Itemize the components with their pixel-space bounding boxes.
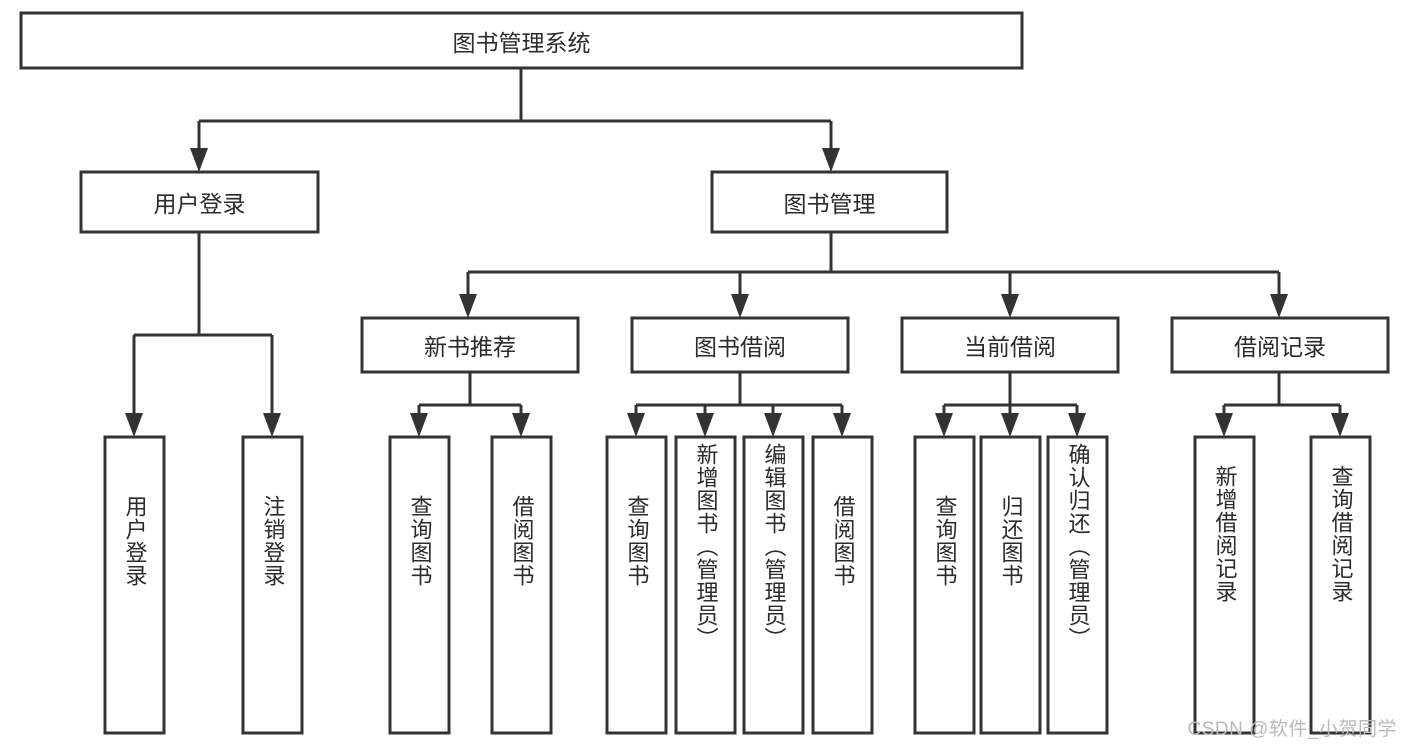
arrowhead-to-leaf-add-record bbox=[1215, 413, 1233, 437]
leaf-box-borrow-book-1[interactable] bbox=[490, 435, 553, 735]
node-user-login-box[interactable] bbox=[79, 170, 320, 234]
connector-root-to-level1 bbox=[197, 68, 833, 157]
leaf-box-query-record[interactable] bbox=[1309, 435, 1372, 735]
leaf-box-query-book-1[interactable] bbox=[388, 435, 451, 735]
arrowhead-to-leaf-logout bbox=[263, 413, 281, 437]
arrowhead-to-leaf-borrow-book-2 bbox=[833, 413, 851, 437]
arrowhead-to-book-manage bbox=[822, 148, 840, 172]
leaf-box-query-book-3[interactable] bbox=[913, 435, 976, 735]
leaf-box-add-book[interactable] bbox=[674, 435, 737, 735]
arrowhead-to-leaf-return-book bbox=[1001, 413, 1019, 437]
leaf-box-query-book-2[interactable] bbox=[605, 435, 668, 735]
leaf-box-logout[interactable] bbox=[241, 435, 304, 735]
leaf-box-add-record[interactable] bbox=[1193, 435, 1256, 735]
connector-user-login-to-leaves bbox=[132, 232, 274, 422]
node-root-box[interactable] bbox=[19, 11, 1024, 70]
connector-new-book-recommend-to-leaves bbox=[417, 372, 523, 422]
leaf-box-edit-book[interactable] bbox=[742, 435, 805, 735]
arrowhead-to-leaf-user-login bbox=[125, 413, 143, 437]
arrowhead-to-book-borrow bbox=[731, 294, 749, 318]
arrowhead-to-leaf-query-book-2 bbox=[627, 413, 645, 437]
leaf-box-confirm-return[interactable] bbox=[1046, 435, 1109, 735]
arrowhead-to-leaf-query-record bbox=[1331, 413, 1349, 437]
arrowhead-to-leaf-borrow-book-1 bbox=[512, 413, 530, 437]
node-new-book-recommend-box[interactable] bbox=[360, 316, 580, 374]
arrowhead-to-borrow-record bbox=[1270, 294, 1288, 318]
arrowhead-to-leaf-query-book-3 bbox=[935, 413, 953, 437]
node-book-manage-box[interactable] bbox=[710, 170, 949, 234]
arrowhead-to-leaf-confirm-return bbox=[1068, 413, 1086, 437]
arrowhead-to-user-login bbox=[190, 148, 208, 172]
connector-book-manage-to-categories bbox=[466, 232, 1281, 303]
csdn-watermark: CSDN @软件_小贺同学 bbox=[1187, 719, 1397, 740]
arrowhead-to-leaf-edit-book bbox=[764, 413, 782, 437]
connector-book-borrow-to-leaves bbox=[634, 372, 844, 422]
leaf-box-user-login[interactable] bbox=[103, 435, 166, 735]
node-current-borrow-box[interactable] bbox=[900, 316, 1120, 374]
connector-borrow-record-to-leaves bbox=[1222, 372, 1342, 422]
leaf-box-return-book[interactable] bbox=[979, 435, 1042, 735]
node-borrow-record-box[interactable] bbox=[1170, 316, 1390, 374]
arrowhead-to-leaf-query-book-1 bbox=[410, 413, 428, 437]
arrowhead-to-new-book-recommend bbox=[459, 294, 477, 318]
leaf-box-borrow-book-2[interactable] bbox=[811, 435, 874, 735]
arrowhead-to-leaf-add-book bbox=[696, 413, 714, 437]
arrowhead-to-current-borrow bbox=[1001, 294, 1019, 318]
node-book-borrow-box[interactable] bbox=[630, 316, 850, 374]
